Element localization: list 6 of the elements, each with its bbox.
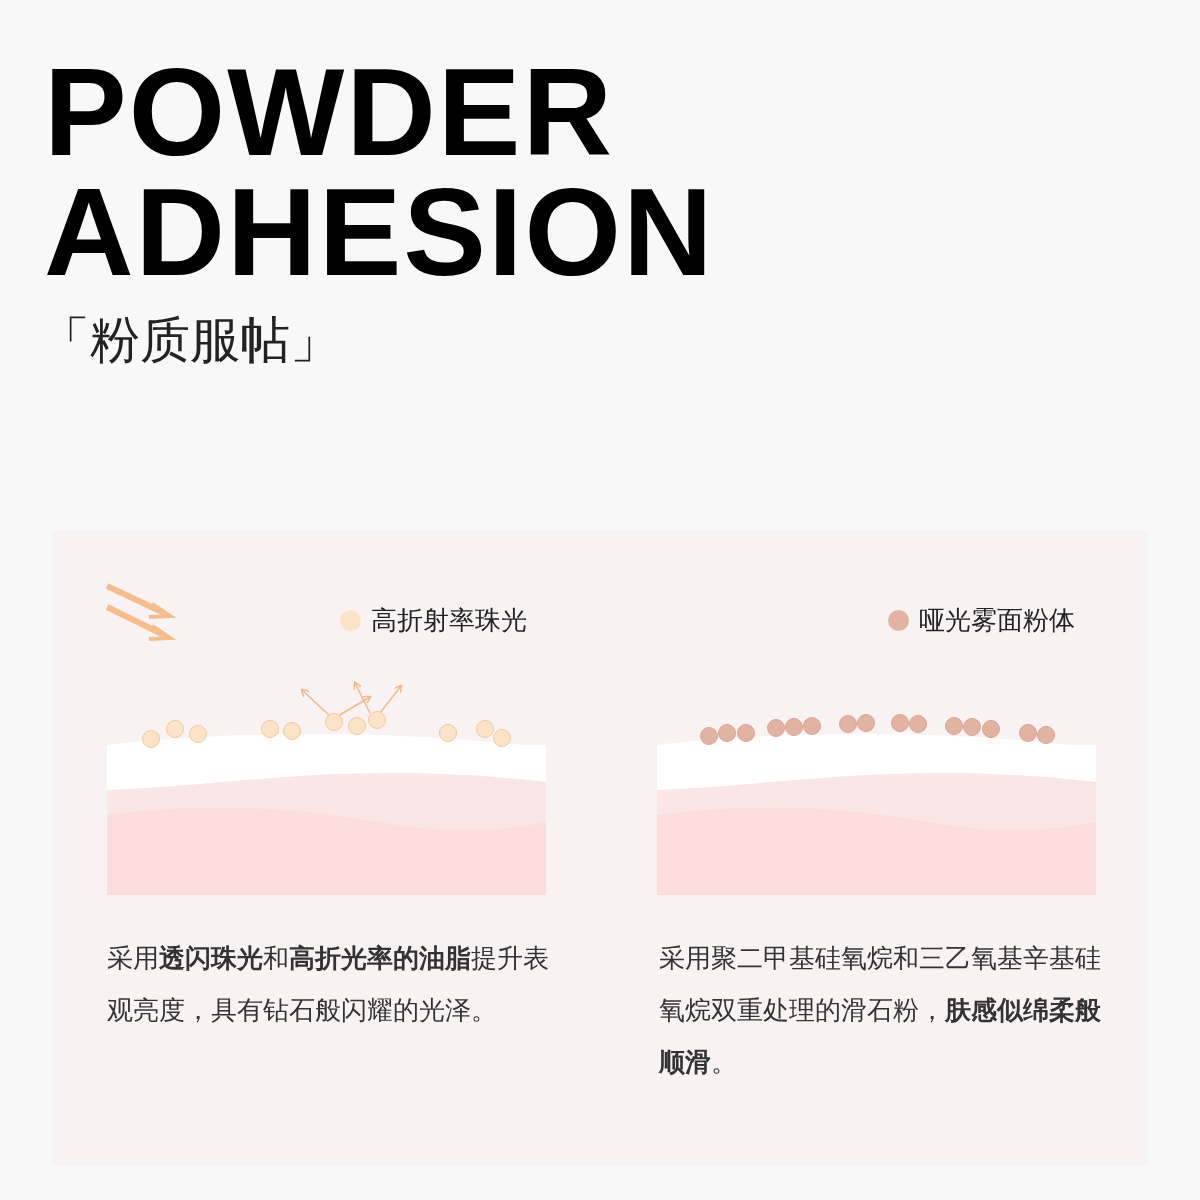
legend-label: 哑光雾面粉体	[919, 604, 1075, 637]
title: POWDER ADHESION	[44, 52, 716, 292]
description-paragraph: 采用聚二甲基硅氧烷和三乙氧基辛基硅氧烷双重处理的滑石粉，肤感似绵柔般顺滑。	[659, 942, 1102, 1079]
subtitle: 「粉质服帖」	[40, 310, 340, 371]
legend-label: 高折射率珠光	[371, 604, 527, 637]
description-paragraph: 采用透闪珠光和高折光率的油脂提升表观亮度，具有钻石般闪耀的光泽。	[107, 942, 550, 1027]
